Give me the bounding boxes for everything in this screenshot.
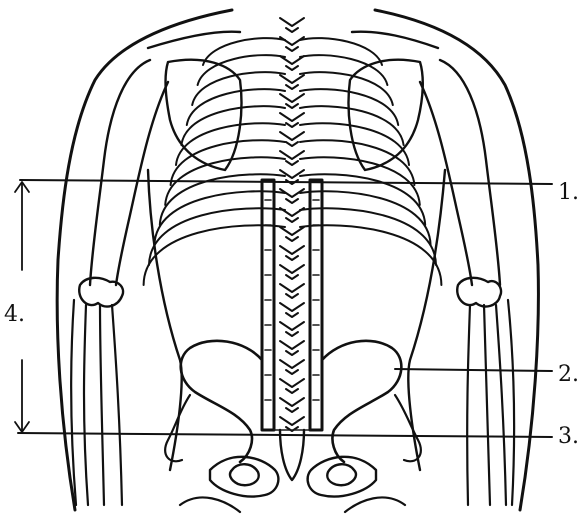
vertebra	[280, 246, 304, 260]
vertebra	[280, 18, 304, 32]
vertebra	[280, 341, 304, 355]
vertebra	[280, 360, 304, 374]
label-line-2	[395, 369, 552, 371]
vertebra	[280, 94, 304, 108]
vertebra	[280, 208, 304, 222]
left-arm-bones	[71, 60, 168, 505]
rib-right	[300, 208, 436, 265]
vertebra	[280, 303, 304, 317]
vertebra	[280, 75, 304, 89]
rib-left	[198, 55, 285, 85]
label-4: 4.	[4, 302, 25, 327]
rib-right	[300, 191, 431, 245]
label-3: 3.	[558, 424, 579, 449]
rib-right	[300, 55, 387, 85]
vertebra	[280, 398, 304, 412]
vertebra	[280, 284, 304, 298]
rib-left	[171, 140, 285, 185]
vertebra	[280, 265, 304, 279]
vertebra	[280, 37, 304, 51]
label-line-3	[18, 433, 552, 437]
right-arm-bones	[420, 60, 514, 505]
rib-right	[300, 38, 382, 65]
rib-cage	[144, 38, 442, 285]
label-2: 2.	[558, 362, 579, 387]
vertebra	[280, 322, 304, 336]
vertebra	[280, 189, 304, 203]
vertebra	[280, 56, 304, 70]
rib-left	[144, 225, 285, 285]
vertebra	[280, 132, 304, 146]
vertebra	[280, 227, 304, 241]
vertebra	[280, 417, 304, 431]
rib-right	[300, 140, 414, 185]
label-1: 1.	[558, 180, 579, 205]
rib-left	[149, 208, 285, 265]
rib-left	[203, 38, 285, 65]
spine	[280, 18, 304, 431]
vertebra	[280, 379, 304, 393]
